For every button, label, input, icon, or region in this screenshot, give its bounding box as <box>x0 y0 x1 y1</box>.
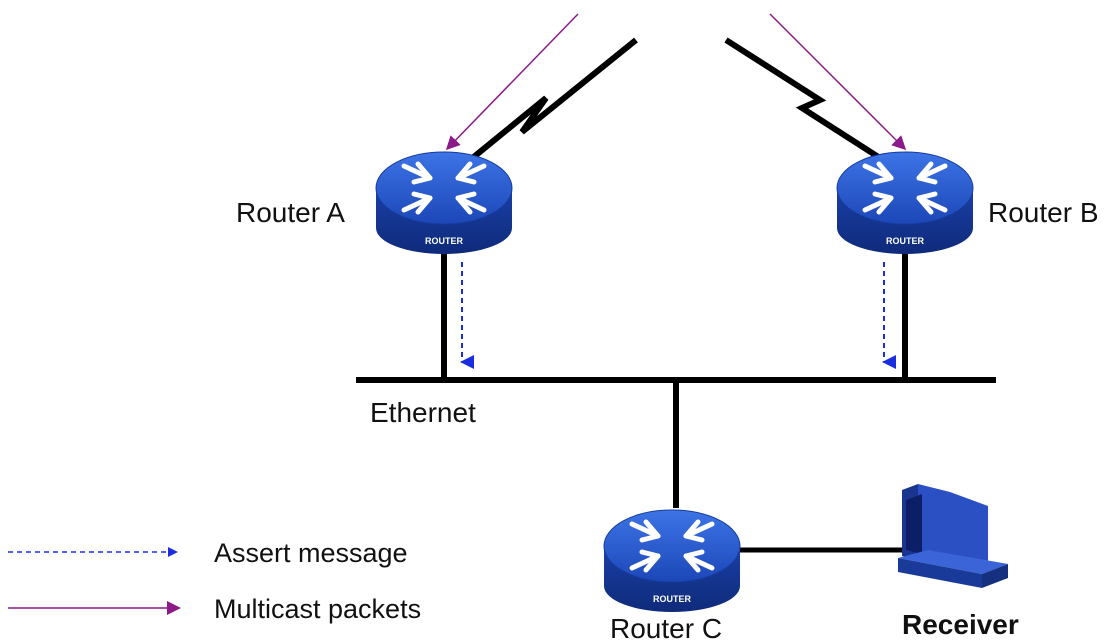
computer-icon <box>898 484 1008 588</box>
router-b-badge: ROUTER <box>886 236 925 246</box>
legend: Assert message Multicast packets <box>8 538 421 624</box>
legend-assert-label: Assert message <box>214 538 408 568</box>
legend-multicast-label: Multicast packets <box>214 594 421 624</box>
router-a-badge: ROUTER <box>425 236 464 246</box>
wan-link-a <box>468 37 638 163</box>
router-c-icon: ROUTER <box>604 510 740 612</box>
ethernet-label: Ethernet <box>370 397 476 428</box>
multicast-arrow-b <box>769 13 907 151</box>
router-c-badge: ROUTER <box>653 594 692 604</box>
wan-link-b <box>724 37 882 161</box>
router-a-icon: ROUTER <box>376 152 512 254</box>
receiver-label: Receiver <box>902 609 1019 640</box>
router-c-label: Router C <box>610 613 722 642</box>
router-b-icon: ROUTER <box>837 152 973 254</box>
multicast-arrow-a <box>445 13 579 151</box>
router-b-label: Router B <box>988 197 1099 228</box>
router-a-label: Router A <box>236 197 345 228</box>
